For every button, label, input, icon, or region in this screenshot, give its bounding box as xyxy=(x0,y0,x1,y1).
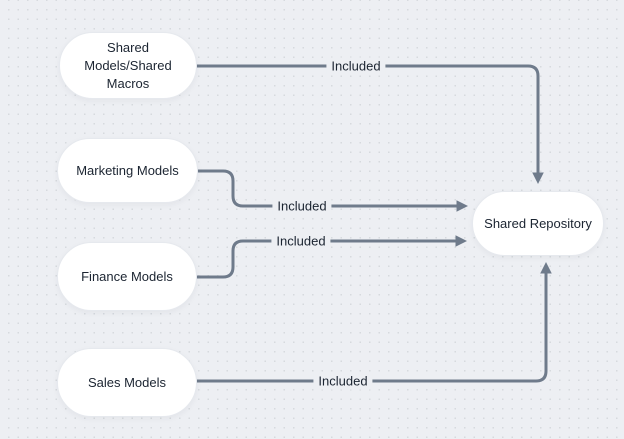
edge-label-included: Included xyxy=(271,232,331,250)
edge-marketing-to-repository xyxy=(198,169,457,208)
node-label: Sales Models xyxy=(87,374,167,390)
edge-finance-to-repository xyxy=(197,239,456,279)
node-label: Finance Models xyxy=(81,268,173,284)
node-label: Marketing Models xyxy=(76,162,179,178)
node-finance-models: Finance Models xyxy=(57,242,197,311)
edge-shared-models-to-repository xyxy=(197,64,540,173)
arrowhead-right-icon xyxy=(456,200,468,212)
edge-label-included: Included xyxy=(272,197,332,215)
node-label: Shared Models/Shared Macros xyxy=(84,39,171,93)
edge-label-included: Included xyxy=(313,372,373,390)
node-shared-models-macros: Shared Models/Shared Macros xyxy=(59,32,197,99)
node-marketing-models: Marketing Models xyxy=(57,138,198,203)
arrowhead-down-icon xyxy=(532,172,544,184)
arrowhead-right-icon xyxy=(455,235,467,247)
node-shared-repository: Shared Repository xyxy=(472,191,604,256)
node-label-line: Macros xyxy=(106,75,150,91)
node-label-line: Shared xyxy=(107,39,149,55)
arrowhead-up-icon xyxy=(540,262,552,274)
node-sales-models: Sales Models xyxy=(57,348,197,417)
node-label-line: Models/Shared xyxy=(84,57,172,73)
edge-sales-to-repository xyxy=(197,273,548,383)
edge-label-included: Included xyxy=(326,57,386,75)
node-label: Shared Repository xyxy=(484,215,592,231)
